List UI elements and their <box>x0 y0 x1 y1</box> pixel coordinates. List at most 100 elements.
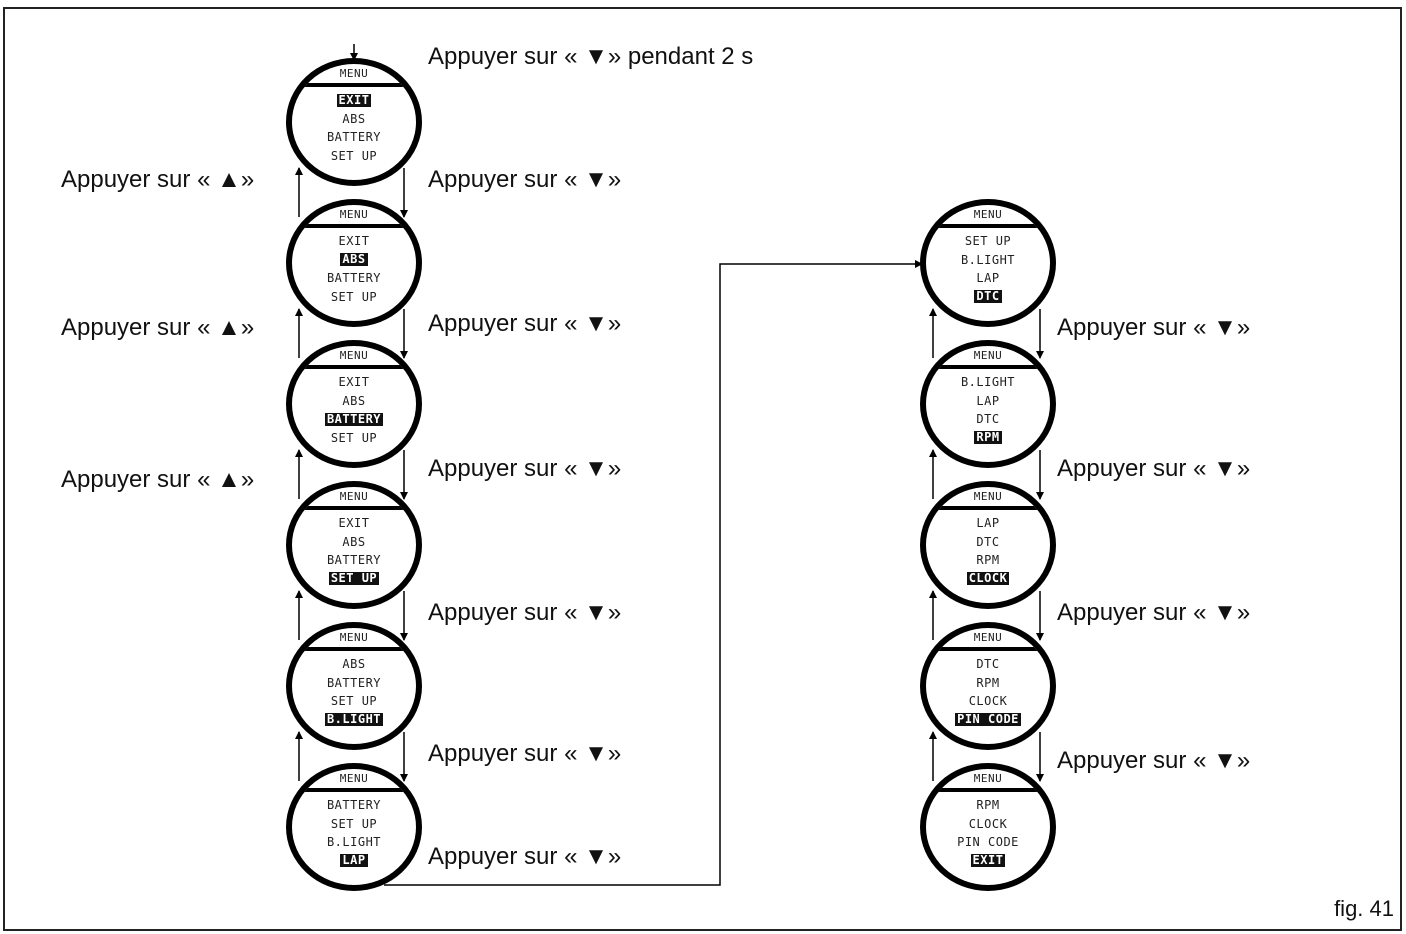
figure-frame <box>3 7 1402 931</box>
dial-menu-item: LAP <box>976 516 1000 530</box>
dial-menu-item: ABS <box>342 393 366 408</box>
label-down-2: Appuyer sur « ▼» <box>428 310 622 337</box>
menu-dial-right-1: MENU SET UP B.LIGHT LAP DTC <box>920 199 1056 327</box>
label-down-1: Appuyer sur « ▼» <box>428 166 622 193</box>
dial-menu-item: RPM <box>976 798 1000 812</box>
dial-menu-item: B.LIGHT <box>960 375 1016 389</box>
dial-menu-item-selected: RPM <box>974 430 1002 444</box>
dial-menu-item: SET UP <box>330 430 378 445</box>
dial-title: MENU <box>973 631 1003 644</box>
label-down-right-3: Appuyer sur « ▼» <box>1057 599 1251 626</box>
dial-bezel: MENU EXIT ABS BATTERY SET UP <box>286 481 422 609</box>
dial-menu-item: DTC <box>976 657 1000 671</box>
dial-menu-item: B.LIGHT <box>326 835 382 849</box>
dial-menu-item: LAP <box>976 393 1000 408</box>
dial-bezel: MENU SET UP B.LIGHT LAP DTC <box>920 199 1056 327</box>
dial-menu-list: EXIT ABS BATTERY SET UP <box>292 373 416 447</box>
dial-menu-item-selected: PIN CODE <box>955 712 1021 726</box>
dial-menu-item: LAP <box>976 271 1000 285</box>
dial-divider <box>926 506 1050 510</box>
dial-menu-item: ABS <box>342 534 366 549</box>
dial-menu-item-selected: LAP <box>340 853 368 867</box>
dial-menu-item: SET UP <box>330 816 378 831</box>
label-hold-down-2s: Appuyer sur « ▼» pendant 2 s <box>428 43 754 70</box>
dial-title: MENU <box>339 490 369 503</box>
dial-menu-item-selected: BATTERY <box>324 411 384 426</box>
dial-menu-item-selected: SET UP <box>328 571 380 585</box>
dial-menu-item: SET UP <box>330 694 378 708</box>
dial-menu-item: EXIT <box>338 516 370 530</box>
dial-menu-list: EXIT ABS BATTERY SET UP <box>292 514 416 588</box>
dial-menu-item: DTC <box>976 534 1000 549</box>
dial-menu-list: SET UP B.LIGHT LAP DTC <box>926 232 1050 306</box>
dial-title: MENU <box>339 208 369 221</box>
dial-title: MENU <box>973 490 1003 503</box>
dial-menu-item: RPM <box>976 553 1000 567</box>
dial-menu-item: ABS <box>342 111 366 126</box>
dial-menu-item: CLOCK <box>968 816 1008 831</box>
label-down-right-1: Appuyer sur « ▼» <box>1057 314 1251 341</box>
dial-menu-list: RPM CLOCK PIN CODE EXIT <box>926 796 1050 870</box>
dial-menu-item: SET UP <box>330 289 378 304</box>
menu-dial-right-5: MENU RPM CLOCK PIN CODE EXIT <box>920 763 1056 891</box>
dial-menu-item: SET UP <box>330 148 378 163</box>
dial-menu-item: ABS <box>342 657 366 671</box>
dial-divider <box>926 365 1050 369</box>
dial-divider <box>292 506 416 510</box>
dial-menu-item-selected: EXIT <box>970 853 1006 867</box>
dial-divider <box>926 788 1050 792</box>
dial-divider <box>926 224 1050 228</box>
dial-menu-item: SET UP <box>964 234 1012 248</box>
dial-divider <box>292 83 416 87</box>
dial-menu-item: PIN CODE <box>957 835 1019 849</box>
menu-dial-left-6: MENU BATTERY SET UP B.LIGHT LAP <box>286 763 422 891</box>
dial-menu-item: B.LIGHT <box>960 252 1016 267</box>
dial-menu-item: BATTERY <box>326 553 382 567</box>
dial-divider <box>292 788 416 792</box>
dial-title: MENU <box>339 349 369 362</box>
label-down-3: Appuyer sur « ▼» <box>428 455 622 482</box>
label-up-1: Appuyer sur « ▲» <box>61 166 255 193</box>
dial-menu-item: BATTERY <box>326 130 382 144</box>
menu-dial-left-3: MENU EXIT ABS BATTERY SET UP <box>286 340 422 468</box>
dial-menu-item: BATTERY <box>326 798 382 812</box>
label-down-right-4: Appuyer sur « ▼» <box>1057 747 1251 774</box>
dial-title: MENU <box>339 67 369 80</box>
dial-menu-item: EXIT <box>338 234 370 248</box>
dial-menu-list: BATTERY SET UP B.LIGHT LAP <box>292 796 416 870</box>
dial-divider <box>292 365 416 369</box>
label-down-4: Appuyer sur « ▼» <box>428 599 622 626</box>
dial-divider <box>926 647 1050 651</box>
menu-dial-left-4: MENU EXIT ABS BATTERY SET UP <box>286 481 422 609</box>
label-down-right-2: Appuyer sur « ▼» <box>1057 455 1251 482</box>
dial-divider <box>292 647 416 651</box>
dial-menu-item-selected: DTC <box>974 289 1002 303</box>
label-up-2: Appuyer sur « ▲» <box>61 314 255 341</box>
dial-title: MENU <box>973 208 1003 221</box>
dial-title: MENU <box>339 772 369 785</box>
dial-title: MENU <box>973 772 1003 785</box>
dial-menu-item: RPM <box>976 675 1000 690</box>
dial-menu-item: EXIT <box>338 375 370 389</box>
dial-menu-item-selected: B.LIGHT <box>324 712 384 726</box>
dial-bezel: MENU BATTERY SET UP B.LIGHT LAP <box>286 763 422 891</box>
